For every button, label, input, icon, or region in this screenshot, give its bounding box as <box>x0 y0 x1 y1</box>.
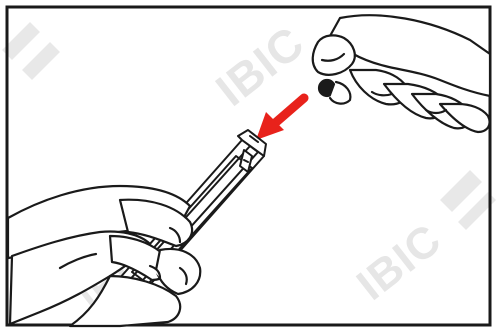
right-hand-illustration <box>313 15 490 132</box>
left-hand-illustration <box>8 186 200 326</box>
watermark-logo-top-left <box>2 22 60 80</box>
watermark-logo-right <box>440 170 496 230</box>
watermark-ibic-bottom-right: IBIC <box>348 215 451 310</box>
watermark-text: IBIC <box>348 215 451 310</box>
red-arrow-icon <box>256 98 304 140</box>
